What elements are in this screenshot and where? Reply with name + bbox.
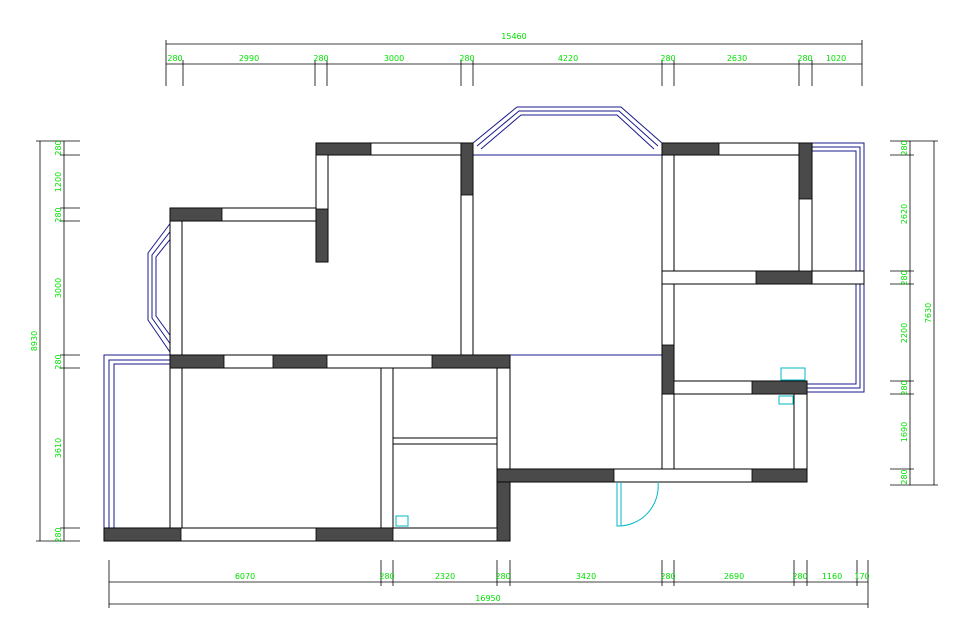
right-dimension: 2620 xyxy=(900,204,909,224)
bottom-dimension: 280 xyxy=(660,572,675,581)
left-dimension: 280 xyxy=(54,140,63,155)
top-dimension: 2630 xyxy=(727,54,747,63)
bottom-dimension: 3420 xyxy=(576,572,596,581)
right-dimension-chain: 280 2620 280 2200 280 1690 280 7630 xyxy=(890,140,938,486)
top-dimension: 3000 xyxy=(384,54,404,63)
right-dimension: 280 xyxy=(900,140,909,155)
top-dimension-chain: 15460 280 2990 280 3000 280 4220 280 263… xyxy=(165,32,863,86)
doors xyxy=(395,367,806,527)
left-dimension: 3610 xyxy=(54,438,63,458)
top-dimension: 1020 xyxy=(826,54,846,63)
bottom-dimension: 170 xyxy=(854,572,869,581)
top-dimension: 280 xyxy=(660,54,675,63)
left-dimension: 1200 xyxy=(54,172,63,192)
bottom-dimension: 6070 xyxy=(235,572,255,581)
right-dimension: 1690 xyxy=(900,422,909,442)
top-dimension: 280 xyxy=(459,54,474,63)
left-total-dimension: 8930 xyxy=(30,331,39,351)
walls xyxy=(103,142,865,542)
entrance-door-swing-icon xyxy=(616,481,659,527)
right-total-dimension: 7630 xyxy=(924,303,933,323)
top-dimension: 2990 xyxy=(239,54,259,63)
fixture-icon xyxy=(780,367,806,381)
bottom-dimension: 280 xyxy=(495,572,510,581)
bottom-total-dimension: 16950 xyxy=(475,594,500,603)
structural-columns xyxy=(103,142,813,542)
bottom-dimension-chain: 6070 280 2320 280 3420 280 2690 280 1160… xyxy=(108,560,870,608)
bottom-dimension: 280 xyxy=(792,572,807,581)
top-total-dimension: 15460 xyxy=(501,32,526,41)
top-dimension: 280 xyxy=(167,54,182,63)
left-dimension: 280 xyxy=(54,527,63,542)
right-dimension: 280 xyxy=(900,469,909,484)
left-dimension: 280 xyxy=(54,354,63,369)
left-dimension-chain: 8930 280 1200 280 3000 280 3610 280 xyxy=(30,140,80,543)
top-dimension: 4220 xyxy=(558,54,578,63)
left-dimension: 280 xyxy=(54,207,63,222)
bottom-dimension: 2690 xyxy=(724,572,744,581)
windows-and-balconies xyxy=(103,106,865,528)
right-dimension: 280 xyxy=(900,270,909,285)
fixture-icon xyxy=(778,395,794,405)
bottom-dimension: 1160 xyxy=(822,572,842,581)
bottom-dimension: 2320 xyxy=(435,572,455,581)
right-dimension: 280 xyxy=(900,380,909,395)
bottom-dimension: 280 xyxy=(379,572,394,581)
top-dimension: 280 xyxy=(797,54,812,63)
left-dimension: 3000 xyxy=(54,278,63,298)
top-dimension: 280 xyxy=(313,54,328,63)
right-dimension: 2200 xyxy=(900,323,909,343)
fixture-icon xyxy=(395,515,409,527)
